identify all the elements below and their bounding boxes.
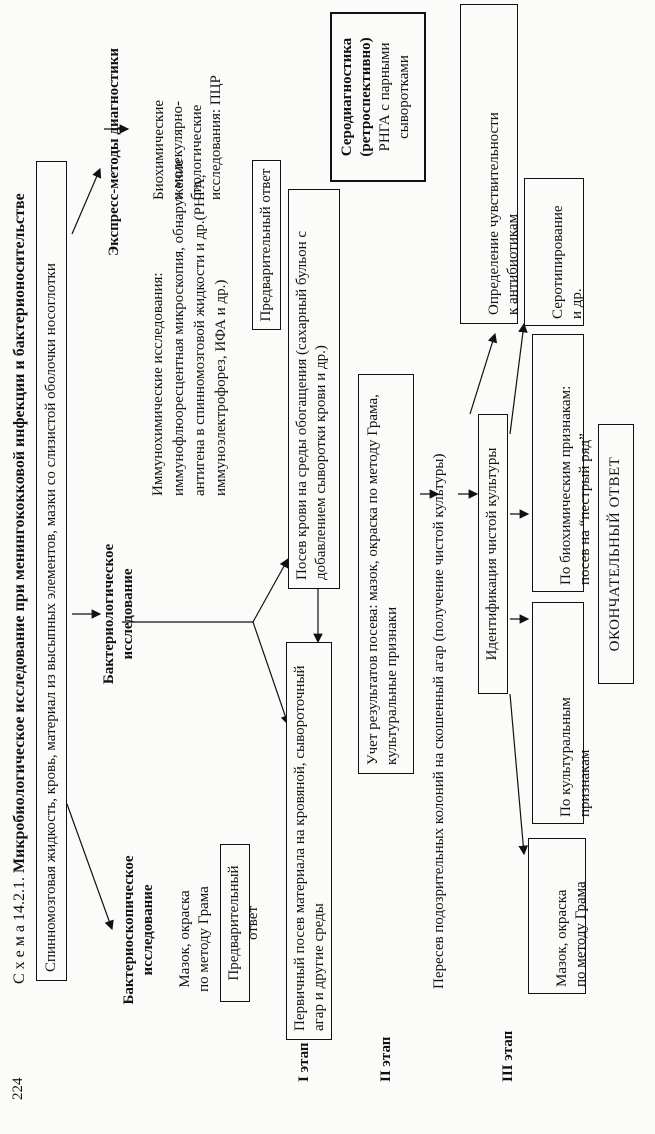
stage-3-label: III этап (500, 1030, 516, 1082)
blood-culture-box: Посев крови на среды обогащения (сахарны… (288, 189, 340, 589)
identification-text: Идентификация чистой культуры (484, 447, 500, 661)
express-biochem: Биохимические и молекулярно- биологическ… (151, 75, 224, 200)
serotyping-box: Серотипирование и др. (524, 178, 585, 326)
arrow-to-blood (252, 557, 289, 623)
express-heading: Экспресс-методы диагностики (106, 47, 122, 256)
final-answer-box: ОКОНЧАТЕЛЬНЫЙ ОТВЕТ (598, 424, 634, 684)
blood-culture-text: Посев крови на среды обогащения (сахарны… (294, 230, 329, 580)
primary-inoculation-box: Первичный посев материала на кровяной, с… (286, 642, 332, 1040)
identification-box: Идентификация чистой культуры (478, 414, 508, 694)
cultural-box: По культуральным признакам (532, 602, 593, 824)
serodiag-line1: Серодиагностика (339, 37, 355, 157)
primary-inoculation-text: Первичный посев материала на кровяной, с… (292, 665, 327, 1031)
arrow-to-express (71, 167, 102, 235)
serodiag-line3: РНГА с парными (377, 42, 393, 152)
sensitivity-box: Определение чувствительности к антибиоти… (460, 4, 521, 324)
bacterioscopic-heading: Бактериоскопическое исследование (121, 855, 156, 1005)
serodiag-line2: (ретроспективно) (358, 37, 374, 157)
scheme-title: С х е м а 14.2.1. Микробиологическое исс… (10, 193, 30, 984)
serotyping-text: Серотипирование и др. (550, 205, 585, 319)
bacteriologic-heading: Бактериологическое исследование (101, 543, 136, 685)
arrow-to-smear3 (509, 693, 529, 856)
biochem-box: По биохимическим признакам: посев на “пе… (532, 334, 593, 592)
title-prefix: С х е м а 14.2.1. (11, 877, 28, 984)
stage-1-label: I этап (296, 1042, 312, 1082)
material-box: Спинномозговая жидкость, кровь, материал… (36, 161, 67, 981)
page-number: 224 (10, 1077, 26, 1101)
results-box: Учет результатов посева: мазок, окраска … (358, 374, 414, 774)
title-main: Микробиологическое исследование при мени… (11, 193, 28, 873)
smear3-box: Мазок, окраска по методу Грама (528, 838, 589, 994)
bacterioscopy-smear: Мазок, окраска по методу Грама (177, 886, 212, 992)
express-prelim-box: Предварительный ответ (252, 160, 281, 330)
smear3-text: Мазок, окраска по методу Грама (554, 881, 589, 987)
serodiag-line4: сыворотками (396, 55, 412, 139)
stage-2-label: II этап (378, 1036, 394, 1082)
results-text: Учет результатов посева: мазок, окраска … (365, 394, 400, 765)
bacterioscopy-prelim-box: Предварительный ответ (220, 844, 261, 1002)
arrow-to-serotyping (509, 322, 528, 435)
final-answer-text: ОКОНЧАТЕЛЬНЫЙ ОТВЕТ (607, 456, 623, 652)
arrow-to-primary (252, 621, 290, 726)
express-prelim: Предварительный ответ (258, 168, 274, 322)
subculture-text: Пересев подозрительных колоний на скошен… (431, 453, 447, 989)
sensitivity-text: Определение чувствительности к антибиоти… (486, 112, 521, 315)
arrow-to-bacterioscopic (66, 803, 114, 931)
material-text: Спинномозговая жидкость, кровь, материал… (43, 263, 59, 972)
arrow-to-sensitivity (469, 332, 498, 415)
serodiagnostics-box: Серодиагностика (ретроспективно) РНГА с … (330, 12, 426, 182)
express-immuno: Иммунохимические исследования: иммунофлю… (150, 159, 229, 496)
